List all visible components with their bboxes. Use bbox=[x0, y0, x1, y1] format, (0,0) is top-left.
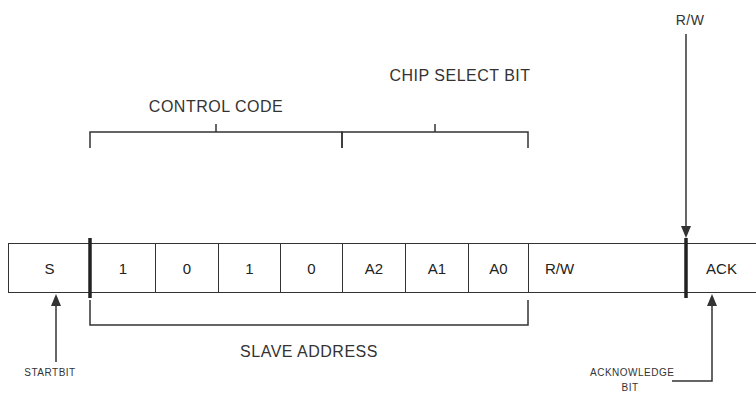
group-label: SLAVE ADDRESS bbox=[189, 340, 429, 363]
bit-text: A0 bbox=[489, 260, 507, 277]
bit-cell: 0 bbox=[155, 243, 219, 293]
bit-cell: 0 bbox=[280, 243, 343, 293]
group-label: CONTROL CODE bbox=[106, 95, 326, 118]
bit-cell: 1 bbox=[90, 243, 156, 293]
group-label: CHIP SELECT BIT bbox=[380, 64, 540, 87]
bit-text: ACK bbox=[706, 260, 737, 277]
bit-text: 0 bbox=[183, 260, 191, 277]
rw-label: R/W bbox=[660, 10, 720, 30]
bit-cell: ACK bbox=[686, 243, 756, 293]
bit-text: A1 bbox=[428, 260, 446, 277]
callout-label: ACKNOWLEDGE BIT bbox=[590, 366, 670, 395]
bit-cell: A0 bbox=[468, 243, 529, 293]
bit-cell: R/W bbox=[528, 243, 687, 293]
bit-text: 1 bbox=[245, 260, 253, 277]
bit-cell: S bbox=[8, 243, 91, 293]
bit-text: 0 bbox=[307, 260, 315, 277]
bit-text: A2 bbox=[365, 260, 383, 277]
bit-cell: A2 bbox=[342, 243, 406, 293]
bit-cell: A1 bbox=[405, 243, 469, 293]
bit-text: R/W bbox=[545, 260, 574, 277]
callout-label: STARTBIT bbox=[10, 366, 90, 381]
bit-text: 1 bbox=[119, 260, 127, 277]
bit-text: S bbox=[44, 260, 54, 277]
bit-cell: 1 bbox=[218, 243, 281, 293]
